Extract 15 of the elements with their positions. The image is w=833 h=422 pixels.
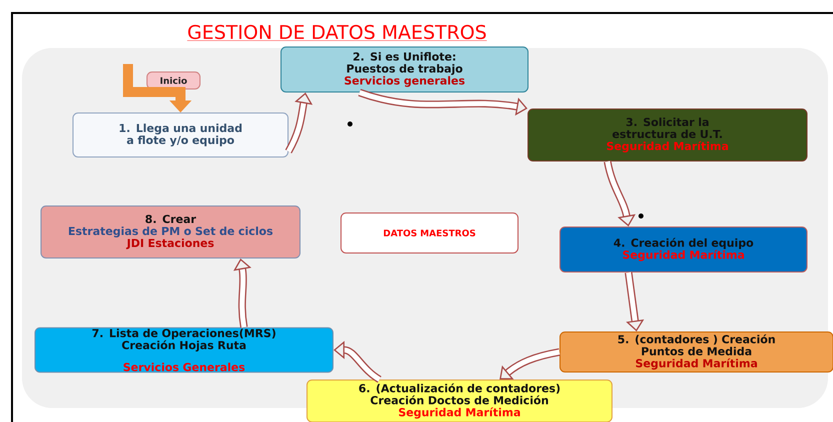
process-box: 1. Llega una unidad a flote y/o equipo xyxy=(72,112,288,158)
process-box: 7. Lista de Operaciones(MRS) Creación Hojas Ruta Servicios Generales xyxy=(34,327,334,373)
process-box: 5. (contadores ) Creación Puntos de Medida Seguridad Marítima xyxy=(560,332,833,372)
block-arrow xyxy=(604,160,636,226)
block-arrow xyxy=(123,64,192,112)
title: GESTION DE DATOS MAESTROS xyxy=(187,24,488,41)
process-box: 4. Creación del equipo Seguridad Marítima xyxy=(560,226,808,272)
block-arrow xyxy=(500,348,560,380)
process-box: 6. (Actualización de contadores) Creación Doctos de Medición Seguridad Marítima xyxy=(306,380,612,422)
process-box: 3. Solicitar la estructura de U.T. Seguridad Marítima xyxy=(528,108,808,162)
process-box: 8. Crear Estrategias de PM o Set de ciclos JDI Estaciones xyxy=(40,206,300,258)
process-box: 2. Si es Uniflote: Puestos de trabajo Servicios generales xyxy=(280,46,528,92)
start-label: Inicio xyxy=(146,72,200,90)
center-label-box: DATOS MAESTROS xyxy=(340,212,518,254)
block-arrow xyxy=(624,272,644,332)
